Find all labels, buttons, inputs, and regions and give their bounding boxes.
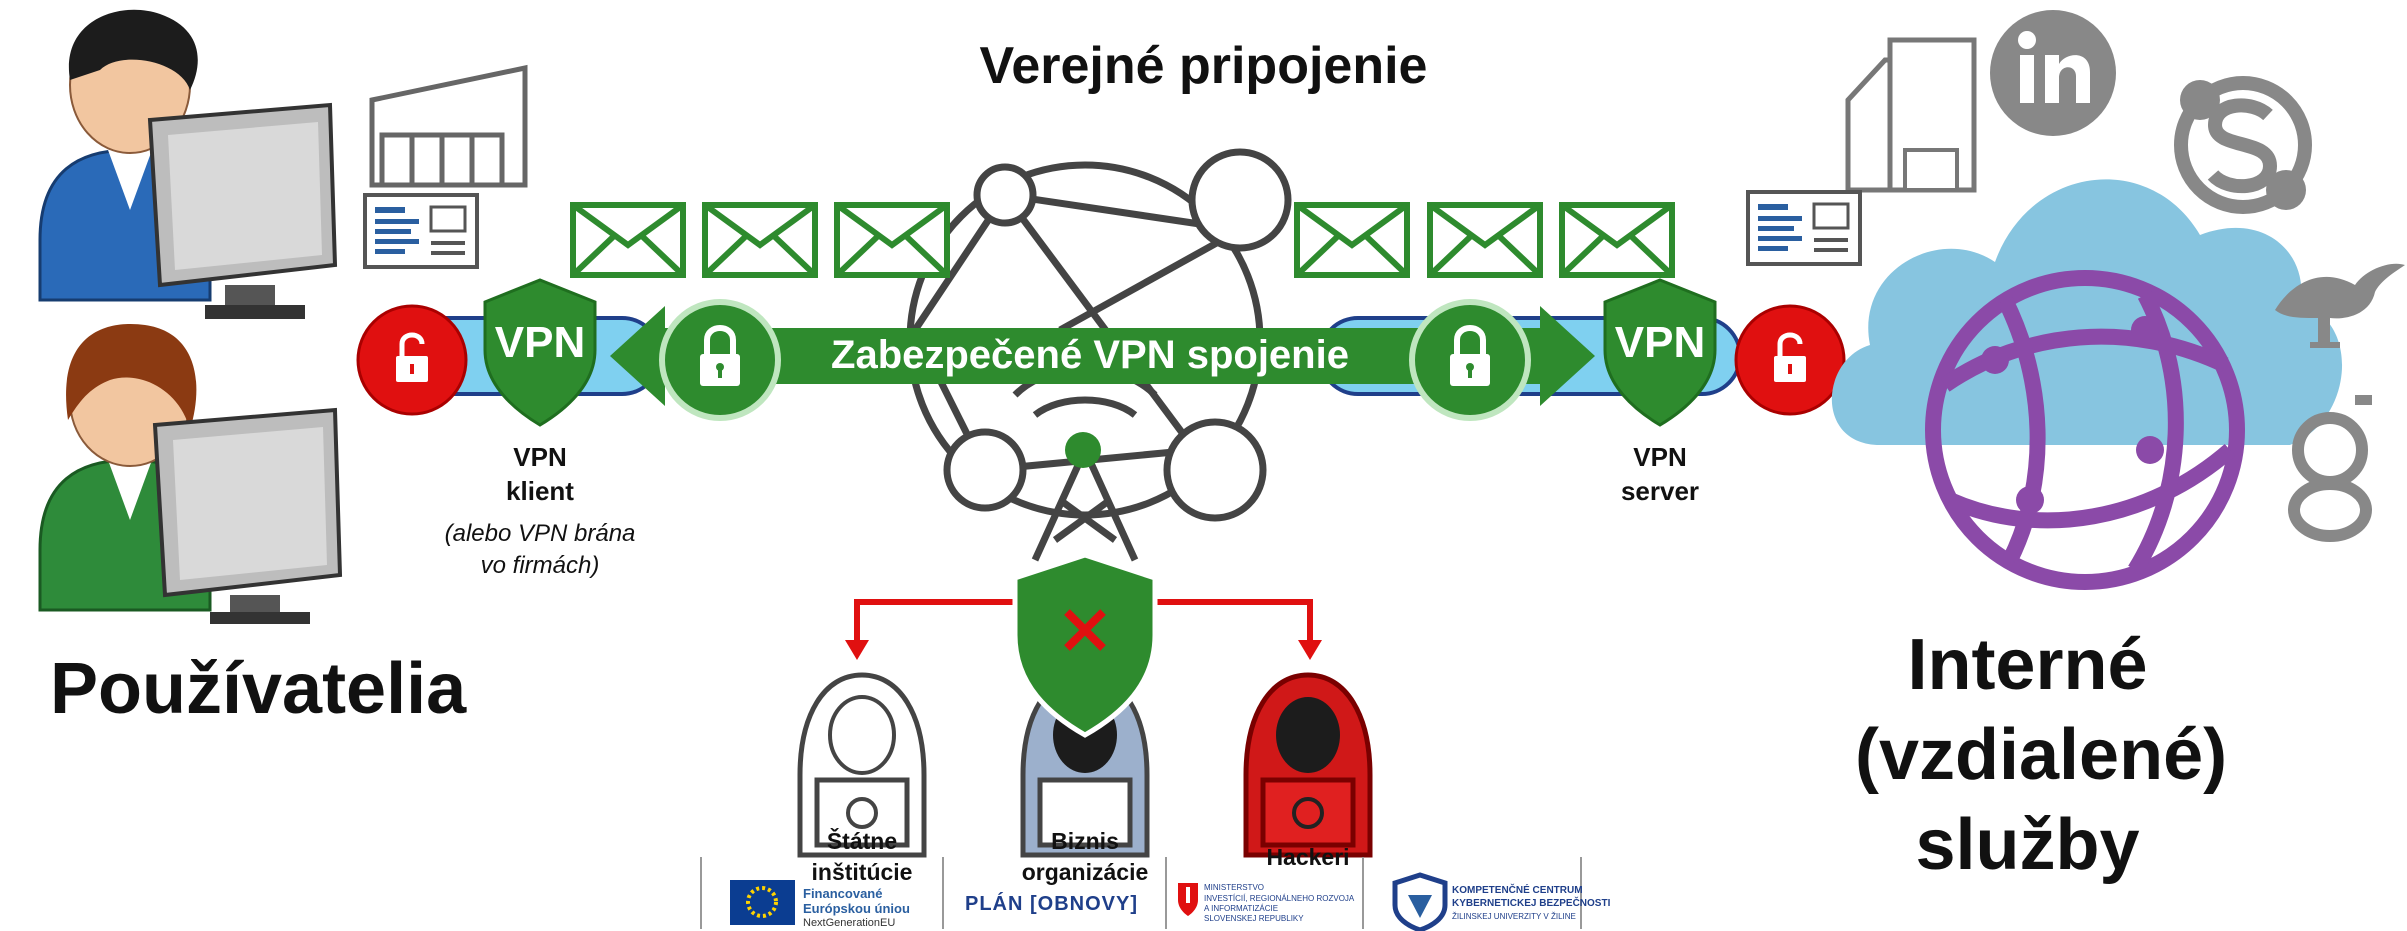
ministry-line3: A INFORMATIZÁCIE bbox=[1204, 904, 1279, 913]
envelope-icon bbox=[1562, 205, 1672, 275]
hacker-icon bbox=[1246, 675, 1370, 855]
services-label: Interné (vzdialené) služby bbox=[1855, 625, 2228, 885]
secure-tunnel-arrow bbox=[610, 306, 1595, 406]
hacker-icon bbox=[800, 675, 924, 855]
threat-label-line1: Biznis bbox=[1051, 828, 1119, 854]
google-icon bbox=[2288, 395, 2372, 542]
footer-separator bbox=[1165, 857, 1167, 929]
cloud-icon bbox=[1831, 179, 2343, 445]
footer-separator bbox=[1362, 857, 1364, 929]
envelope-icon bbox=[705, 205, 815, 275]
globe-icon bbox=[1925, 270, 2245, 590]
kc-line1: KOMPETENČNÉ CENTRUM bbox=[1452, 885, 1583, 896]
kc-line3: ŽILINSKEJ UNIVERZITY V ŽILINE bbox=[1452, 912, 1576, 921]
linkedin-icon bbox=[1990, 10, 2116, 136]
envelope-icon bbox=[573, 205, 683, 275]
building-icon bbox=[369, 64, 528, 188]
threat-label-line1: Štátne bbox=[826, 828, 898, 854]
building-icon bbox=[1845, 37, 1977, 193]
envelope-icon bbox=[1430, 205, 1540, 275]
footer-separator bbox=[942, 857, 944, 929]
threat-label-line2: organizácie bbox=[1021, 859, 1149, 885]
threat-label-line1: Hackeri bbox=[1266, 844, 1350, 870]
id-card-icon bbox=[363, 193, 479, 269]
diagram-title: Verejné pripojenie bbox=[979, 37, 1428, 95]
computer-icon bbox=[147, 102, 338, 319]
twitter-icon bbox=[2275, 263, 2405, 348]
users-label: Používatelia bbox=[50, 649, 467, 729]
eu-line3: NextGenerationEU bbox=[803, 917, 896, 929]
footer-separator bbox=[700, 857, 702, 929]
ministry-line4: SLOVENSKEJ REPUBLIKY bbox=[1204, 914, 1304, 923]
kc-line2: KYBERNETICKEJ BEZPEČNOSTI bbox=[1452, 898, 1611, 909]
ministry-line2: INVESTÍCIÍ, REGIONÁLNEHO ROZVOJA bbox=[1204, 894, 1355, 903]
skype-icon bbox=[2174, 76, 2312, 214]
sk-coat-of-arms-icon bbox=[1178, 883, 1198, 916]
vpn-server-badge: VPN bbox=[1614, 318, 1706, 367]
vpn-server-label-line2: server bbox=[1620, 476, 1700, 506]
footer-separator bbox=[1580, 857, 1582, 929]
eu-line1: Financované bbox=[803, 886, 883, 901]
vpn-client-badge: VPN bbox=[494, 318, 586, 367]
id-card-icon bbox=[1746, 190, 1862, 266]
antenna-node-icon bbox=[1065, 432, 1101, 468]
vpn-client-label-line1: VPN bbox=[513, 442, 567, 472]
unlocked-lock-icon bbox=[1736, 306, 1844, 414]
plan-obnovy-logo: PLÁN [OBNOVY] bbox=[965, 893, 1138, 915]
protection-shield-icon bbox=[1012, 552, 1158, 738]
eu-line2: Európskou úniou bbox=[803, 901, 910, 916]
vpn-client-label-line2: klient bbox=[506, 476, 574, 506]
eu-flag-icon bbox=[730, 880, 795, 925]
threat-label-line2: inštitúcie bbox=[811, 859, 913, 885]
vpn-client-note-line1: (alebo VPN brána bbox=[444, 520, 636, 547]
tunnel-label: Zabezpečené VPN spojenie bbox=[831, 333, 1349, 377]
envelope-icon bbox=[1297, 205, 1407, 275]
lock-icon bbox=[1412, 302, 1528, 418]
vpn-server-label-line1: VPN bbox=[1633, 442, 1687, 472]
kc-shield-icon bbox=[1392, 872, 1448, 931]
envelope-icon bbox=[837, 205, 947, 275]
ministry-line1: MINISTERSTVO bbox=[1204, 883, 1265, 892]
unlocked-lock-icon bbox=[358, 306, 466, 414]
computer-icon bbox=[152, 407, 343, 624]
vpn-client-note-line2: vo firmách) bbox=[480, 552, 600, 579]
